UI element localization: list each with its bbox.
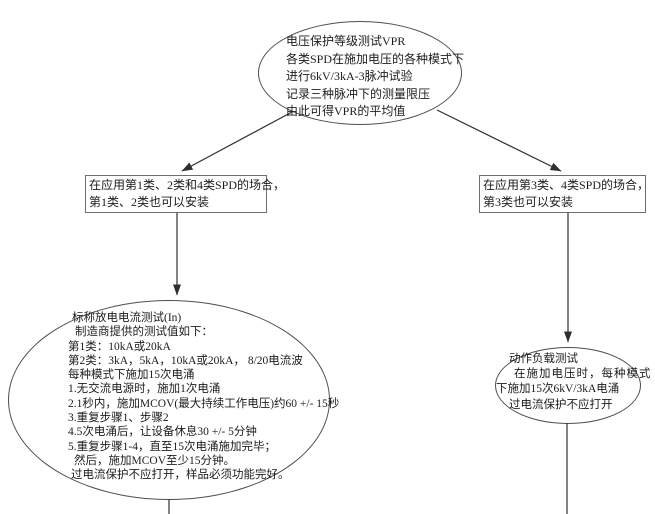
- node-line: 第1类、2类也可以安装: [89, 195, 210, 209]
- class3-install-box: [479, 175, 646, 213]
- class12-install-box: [85, 175, 267, 213]
- vpr-test-ellipse: [258, 21, 462, 125]
- node-line: 5.重复步骤1-4，直至15次电涌施加完毕；: [68, 440, 276, 453]
- node-line: 各类SPD在施加电压的各种模式下: [286, 51, 465, 66]
- node-line: 在应用第1类、2类和4类SPD的场合，: [89, 178, 286, 192]
- node-line: 过电流保护不应打开，样品必须功能完好。: [71, 469, 290, 482]
- node-line: 2.1秒内，施加MCOV(最大持续工作电压)约60 +/- 15秒: [68, 397, 340, 410]
- node-line: 第2类：3kA，5kA，10kA或20kA， 8/20电流波: [68, 354, 303, 367]
- node-line: 4.5次电涌后，让设备休息30 +/- 5分钟: [68, 426, 257, 439]
- node-line: 然后，施加MCOV至少15分钟。: [74, 454, 236, 467]
- duty-cycle-test-text: 动作负载测试 在施加电压时，每种模式 下施加15次6kV/3kA电涌 过电流保护…: [495, 352, 652, 413]
- node-line: 3.重复步骤1、步骤2: [68, 412, 169, 425]
- class3-install-text: 在应用第3类、4类SPD的场合， 第3类也可以安装: [483, 177, 649, 211]
- node-line: 下施加15次6kV/3kA电涌: [496, 383, 620, 396]
- node-line: 第1类：10kA或20kA: [68, 340, 171, 353]
- node-line: 电压保护等级测试VPR: [286, 34, 406, 48]
- connector-vpr-to-class12: [181, 111, 293, 172]
- node-line: 记录三种脉冲下的测量限压: [286, 86, 431, 101]
- node-line: 第3类也可以安装: [483, 195, 574, 209]
- duty-cycle-test-ellipse: [495, 347, 641, 424]
- node-line: 进行6kV/3kA-3脉冲试验: [286, 69, 413, 84]
- node-line: 由此可得VPR的平均值: [286, 104, 406, 119]
- node-line: 标称放电电流测试(In): [72, 312, 182, 324]
- nominal-discharge-test-text: 标称放电电流测试(In) 制造商提供的测试值如下： 第1类：10kA或20kA …: [68, 311, 339, 483]
- node-line: 1.无交流电源时，施加1次电涌: [68, 383, 221, 396]
- node-line: 制造商提供的测试值如下：: [75, 326, 213, 339]
- node-line: 动作负载测试: [509, 353, 578, 365]
- node-line: 每种模式下施加15次电涌: [68, 369, 195, 382]
- vpr-test-text: 电压保护等级测试VPR 各类SPD在施加电压的各种模式下 进行6kV/3kA-3…: [286, 33, 464, 121]
- class12-install-text: 在应用第1类、2类和4类SPD的场合， 第1类、2类也可以安装: [89, 177, 285, 211]
- node-line: 过电流保护不应打开: [509, 398, 613, 411]
- node-line: 在施加电压时，每种模式: [514, 368, 652, 381]
- node-line: 在应用第3类、4类SPD的场合，: [483, 178, 650, 192]
